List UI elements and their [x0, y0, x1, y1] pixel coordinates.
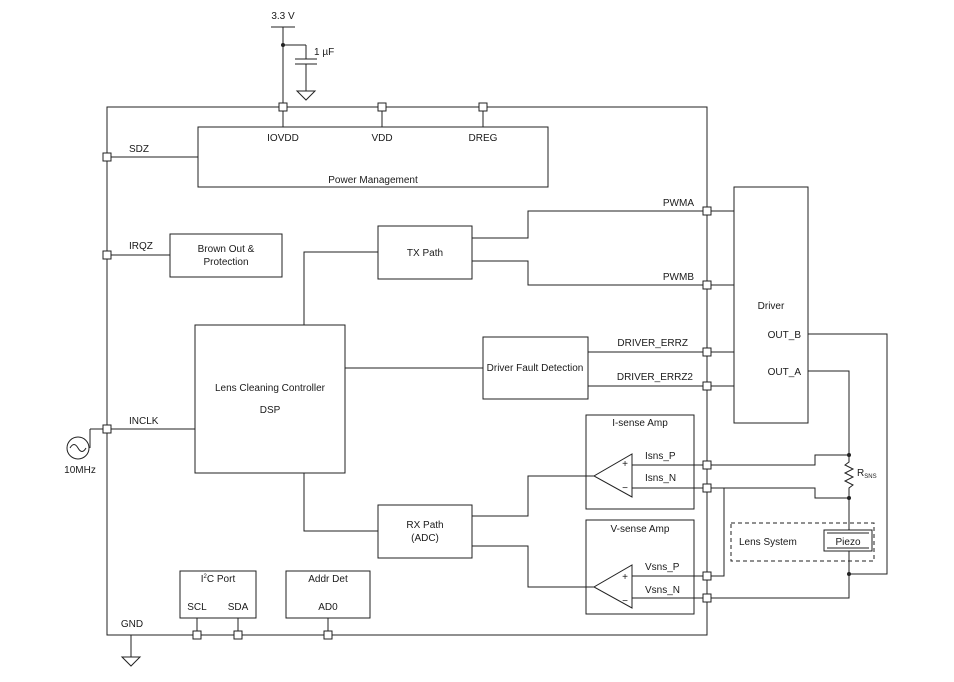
piezo-label: Piezo [835, 537, 860, 548]
lens-system-label: Lens System [739, 537, 797, 548]
driver-errz2-label: DRIVER_ERRZ2 [617, 372, 694, 383]
brownout-block: Brown Out & Protection [169, 233, 283, 278]
oscillator-icon [66, 436, 90, 460]
irqz-pin-label: IRQZ [129, 241, 153, 252]
isns-n-pin [702, 483, 712, 493]
rx-path-sublabel: (ADC) [411, 533, 439, 544]
isns-p-pin [702, 460, 712, 470]
controller-title: Lens Cleaning Controller [215, 383, 326, 394]
tx-path-block: TX Path [377, 225, 473, 280]
fault-detection-label: Driver Fault Detection [487, 363, 584, 374]
lens-system: Lens System Piezo [730, 522, 875, 562]
ad0-pin [323, 630, 333, 640]
driver-title: Driver [758, 301, 785, 312]
inclk-pin [102, 424, 112, 434]
lens-system-boundary [730, 522, 875, 562]
rsns-label: RSNS [857, 468, 877, 480]
controller-block: Lens Cleaning Controller DSP [194, 324, 346, 474]
isense-plus: + [622, 459, 628, 470]
vsns-n-pin [702, 593, 712, 603]
out-b-label: OUT_B [768, 330, 802, 341]
inclk-pin-label: INCLK [129, 416, 159, 427]
capacitor-value-label: 1 µF [314, 47, 334, 58]
supply-section: 3.3 V 1 µF [271, 11, 334, 103]
gnd-pin-label: GND [121, 619, 143, 630]
isense-amp-block: I-sense Amp + − Isns_P Isns_N [585, 414, 695, 510]
piezo-element [823, 529, 873, 552]
vsense-minus: − [622, 596, 628, 607]
supply-voltage-label: 3.3 V [271, 11, 295, 22]
sda-pin [233, 630, 243, 640]
dreg-label: DREG [469, 133, 498, 144]
pins [102, 102, 712, 640]
power-management-block: IOVDD VDD DREG Power Management [197, 107, 549, 188]
pwma-pin [702, 206, 712, 216]
sdz-pin-label: SDZ [129, 144, 149, 155]
dreg-pin [478, 102, 488, 112]
controller-subtitle: DSP [260, 405, 281, 416]
oscillator-frequency-label: 10MHz [64, 465, 96, 476]
ground-icon [295, 90, 317, 101]
rx-path-block: RX Path (ADC) [377, 504, 473, 559]
tx-path-label: TX Path [407, 248, 443, 259]
vsense-amp-title: V-sense Amp [611, 524, 670, 535]
capacitor-icon [295, 58, 317, 65]
ad0-label: AD0 [318, 602, 338, 613]
power-management-title: Power Management [328, 175, 418, 186]
resistor-icon [843, 455, 855, 498]
iovdd-label: IOVDD [267, 133, 299, 144]
chip-boundary [106, 106, 708, 636]
driver-errz2-pin [702, 381, 712, 391]
vsense-amp-block: V-sense Amp + − Vsns_P Vsns_N [585, 519, 695, 615]
isns-n-label: Isns_N [645, 473, 676, 484]
irqz-pin [102, 250, 112, 260]
iovdd-pin [278, 102, 288, 112]
scl-label: SCL [187, 602, 207, 613]
isns-p-label: Isns_P [645, 451, 676, 462]
vdd-pin [377, 102, 387, 112]
driver-block: Driver OUT_B OUT_A [733, 186, 809, 424]
scl-pin [192, 630, 202, 640]
oscillator: 10MHz [64, 428, 107, 476]
sense-resistor: RSNS [843, 455, 877, 500]
pwma-label: PWMA [663, 198, 694, 209]
vsns-p-label: Vsns_P [645, 562, 680, 573]
i2c-port-title: I2C Port [201, 574, 236, 585]
vdd-label: VDD [371, 133, 392, 144]
isense-minus: − [622, 483, 628, 494]
vsns-p-pin [702, 571, 712, 581]
sda-label: SDA [228, 602, 249, 613]
addr-det-block: Addr Det AD0 [285, 570, 371, 619]
sdz-pin [102, 152, 112, 162]
driver-errz-pin [702, 347, 712, 357]
driver-errz-label: DRIVER_ERRZ [617, 338, 688, 349]
vsns-n-label: Vsns_N [645, 585, 680, 596]
brownout-line2: Protection [203, 257, 248, 268]
isense-amp-title: I-sense Amp [612, 418, 668, 429]
vsense-plus: + [622, 572, 628, 583]
pwmb-label: PWMB [663, 272, 694, 283]
brownout-line1: Brown Out & [198, 244, 255, 255]
op-amp-icon [592, 453, 633, 498]
rx-path-label: RX Path [406, 520, 443, 531]
i2c-port-block: I2C Port SCL SDA [179, 570, 257, 619]
op-amp-icon [592, 564, 633, 609]
fault-detection-block: Driver Fault Detection [482, 336, 589, 400]
ground-icon [120, 656, 142, 667]
pwmb-pin [702, 280, 712, 290]
addr-det-title: Addr Det [308, 574, 348, 585]
out-a-label: OUT_A [768, 367, 802, 378]
